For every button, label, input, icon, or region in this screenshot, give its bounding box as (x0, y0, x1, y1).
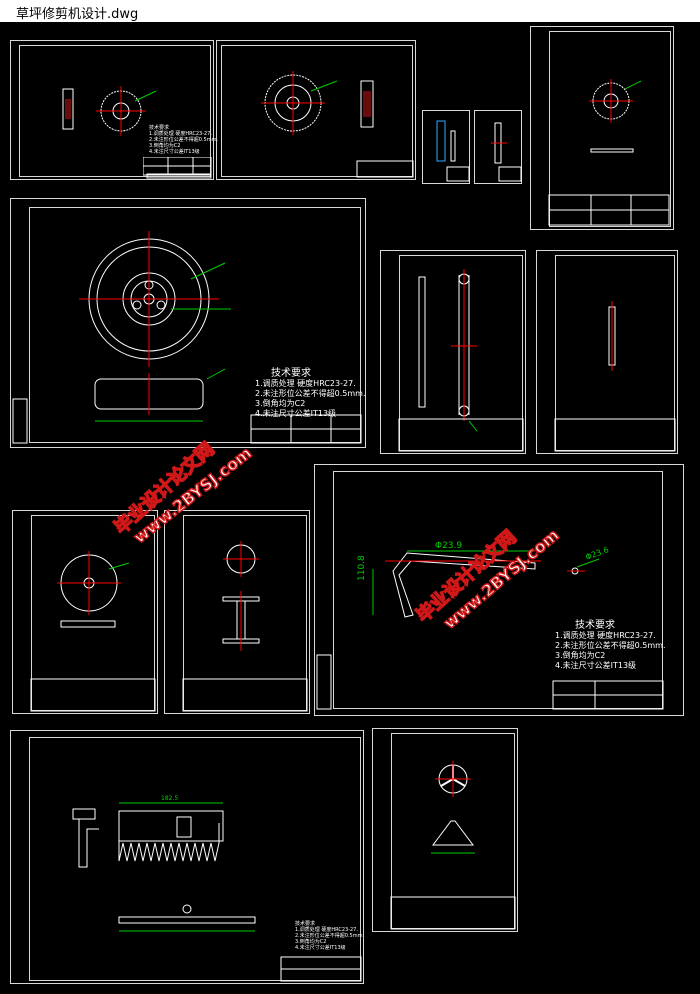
tech-line-2: 2.未注形位公差不得超0.5mm. (255, 389, 366, 398)
sheet-thin-shaft[interactable] (536, 250, 678, 454)
sheet-flange[interactable] (12, 510, 158, 714)
sheet-border (29, 207, 361, 443)
sheet-gear-right[interactable] (530, 26, 674, 230)
sprocket-drawing (261, 71, 414, 178)
part-drawing (436, 120, 470, 182)
sheet-wheel[interactable]: 技术要求 1.调质处理 硬度HRC23-27. 2.未注形位公差不得超0.5mm… (10, 198, 366, 448)
gear-right-drawing (548, 79, 670, 226)
dim-len-a: 110.8 (357, 555, 367, 581)
sheet-bent-handle[interactable]: 110.8 Φ23.9 Φ23.6 技术要求 1.调质处理 硬度HRC23-27… (314, 464, 684, 716)
tech-notes-blade: 技术要求 1.调质处理 硬度HRC23-27. 2.未注形位公差不得超0.5mm… (295, 921, 364, 951)
tech-notes-wheel: 技术要求 1.调质处理 硬度HRC23-27. 2.未注形位公差不得超0.5mm… (255, 369, 365, 419)
link-arm-drawing (398, 269, 524, 452)
tech-line-2: 2.未注形位公差不得超0.5mm. (149, 137, 219, 143)
title-block (143, 157, 212, 176)
bent-handle-drawing (316, 550, 664, 710)
wheel-drawing (12, 231, 362, 444)
tech-line-1: 1.调质处理 硬度HRC23-27. (555, 631, 656, 640)
sheet-border (333, 471, 663, 709)
tech-line-3: 3.倒角均为C2 (295, 939, 327, 945)
tech-line-3: 3.倒角均为C2 (149, 143, 181, 149)
dim-len-b: 182.5 (161, 795, 179, 802)
tech-line-2: 2.未注形位公差不得超0.5mm. (295, 933, 365, 939)
tech-line-3: 3.倒角均为C2 (555, 651, 606, 660)
tech-line-3: 3.倒角均为C2 (255, 399, 306, 408)
dim-dia-a: Φ23.9 (435, 541, 463, 551)
tech-line-4: 4.未注尺寸公差IT13级 (149, 149, 200, 155)
part-drawing (491, 122, 522, 182)
tech-line-4: 4.未注尺寸公差IT13级 (555, 661, 637, 670)
thin-shaft-drawing (554, 301, 676, 452)
sheet-gear-small[interactable]: 技术要求 1.调质处理 硬度HRC23-27. 2.未注形位公差不得超0.5mm… (10, 40, 218, 180)
tech-heading: 技术要求 (149, 125, 170, 131)
tech-line-1: 1.调质处理 硬度HRC23-27. (295, 927, 358, 933)
sheet-border (19, 45, 211, 177)
spool-drawing (182, 541, 308, 712)
window-title-bar: 草坪修剪机设计.dwg (0, 0, 700, 23)
sheet-a4-small-2[interactable] (474, 110, 522, 184)
sheet-border (29, 737, 361, 981)
flange-drawing (30, 551, 156, 712)
sheet-tri-hub[interactable] (372, 728, 518, 932)
tech-line-4: 4.未注尺寸公差IT13级 (295, 945, 346, 951)
drawing-canvas[interactable]: 技术要求 1.调质处理 硬度HRC23-27. 2.未注形位公差不得超0.5mm… (0, 22, 700, 994)
tri-hub-drawing (390, 761, 516, 930)
tech-line-2: 2.未注形位公差不得超0.5mm. (555, 641, 666, 650)
tech-line-1: 1.调质处理 硬度HRC23-27. (255, 379, 356, 388)
tech-notes-handle: 技术要求 1.调质处理 硬度HRC23-27. 2.未注形位公差不得超0.5mm… (555, 621, 665, 671)
sheet-sprocket[interactable] (216, 40, 416, 180)
tech-line-1: 1.调质处理 硬度HRC23-27. (149, 131, 212, 137)
sheet-border (221, 45, 413, 177)
window-title: 草坪修剪机设计.dwg (16, 7, 139, 22)
sheet-cutter-blade[interactable]: 182.5 技术要求 1.调质处理 硬度HRC23-27. 2.未注形位公差不得… (10, 730, 364, 984)
gear-small-drawing (62, 86, 212, 179)
sheet-link-arm[interactable] (380, 250, 526, 454)
tech-heading: 技术要求 (295, 921, 316, 927)
cutter-blade-drawing (72, 802, 362, 982)
tech-heading: 技术要求 (575, 620, 615, 631)
sheet-border (549, 31, 671, 227)
tech-line-4: 4.未注尺寸公差IT13级 (255, 409, 337, 418)
sheet-a4-small-1[interactable] (422, 110, 470, 184)
sheet-spool[interactable] (164, 510, 310, 714)
tech-heading: 技术要求 (271, 368, 311, 379)
tech-notes-small: 技术要求 1.调质处理 硬度HRC23-27. 2.未注形位公差不得超0.5mm… (149, 125, 218, 155)
